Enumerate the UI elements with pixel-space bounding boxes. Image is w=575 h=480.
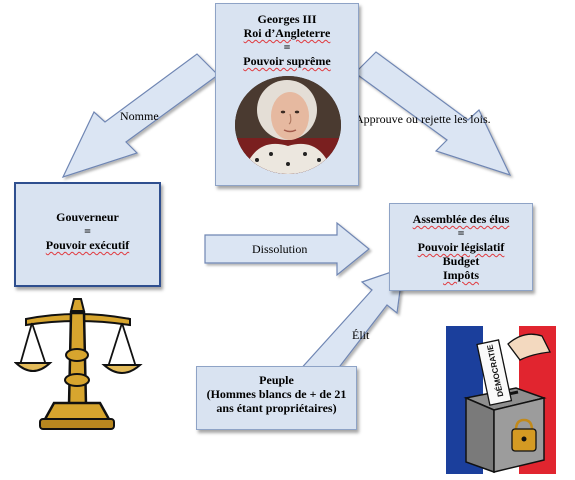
people-box: Peuple (Hommes blancs de + de 21 ans éta…: [196, 366, 357, 430]
king-box: Georges III Roi d’Angleterre = Pouvoir s…: [215, 3, 359, 186]
dissolution-label: Dissolution: [252, 242, 308, 256]
governor-box: Gouverneur = Pouvoir exécutif: [14, 182, 161, 287]
people-desc-2: ans étant propriétaires): [216, 401, 337, 415]
people-title: Peuple: [259, 373, 294, 387]
people-desc-1: (Hommes blancs de + de 21: [206, 387, 347, 401]
governor-power: Pouvoir exécutif: [45, 238, 130, 252]
assembly-budget: Budget: [442, 254, 480, 268]
governor-title: Gouverneur: [56, 210, 119, 224]
george-iii-portrait: [235, 76, 341, 174]
assembly-power: Pouvoir législatif: [417, 240, 505, 254]
ballot-box-illustration: DÉMOCRATIE: [446, 326, 556, 474]
nomme-arrow: [61, 53, 219, 179]
governor-equals: =: [84, 224, 91, 238]
king-title: Roi d’Angleterre: [243, 26, 331, 40]
king-equals: =: [283, 40, 291, 54]
nomme-label: Nomme: [120, 109, 159, 123]
approuve-label: Approuve ou rejette les lois.: [355, 112, 491, 126]
assembly-taxes: Impôts: [442, 268, 479, 282]
king-name: Georges III: [257, 12, 317, 26]
assembly-equals: =: [457, 226, 465, 240]
king-power: Pouvoir suprême: [243, 54, 331, 68]
assembly-box: Assemblée des élus = Pouvoir législatif …: [389, 203, 533, 291]
elit-label: Élit: [352, 328, 370, 342]
approuve-arrow: [354, 51, 512, 177]
scales-icon: [14, 298, 143, 430]
assembly-title: Assemblée des élus: [412, 212, 510, 226]
dissolution-arrow: [204, 221, 370, 277]
